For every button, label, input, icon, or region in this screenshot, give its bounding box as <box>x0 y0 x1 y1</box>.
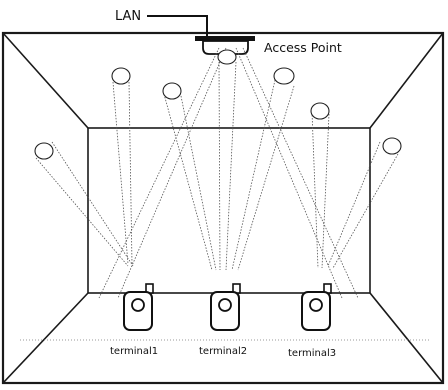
terminal-label: terminal1 <box>110 346 158 357</box>
terminal-label: terminal2 <box>199 346 247 357</box>
beam-spot <box>310 102 330 120</box>
access-point-label: Access Point <box>264 40 342 55</box>
beam-line <box>51 141 134 267</box>
beam-line <box>242 47 359 299</box>
beam-line <box>128 81 133 265</box>
beam-line <box>235 47 343 299</box>
lan-connection: LAN <box>115 9 208 36</box>
beam-line <box>35 157 129 267</box>
terminal-label: terminal3 <box>288 348 336 359</box>
beam-spot <box>382 137 402 155</box>
beam-spot <box>162 82 182 100</box>
lan-cable <box>147 15 208 36</box>
beam-line <box>311 111 319 269</box>
signal-beams <box>35 47 399 299</box>
ceiling-edge-right <box>369 32 444 129</box>
terminal-1: terminal1 <box>110 283 158 357</box>
terminal-lens-icon <box>131 298 145 312</box>
beam-line <box>225 61 237 271</box>
floor-edge-right <box>369 292 444 384</box>
beam-spots <box>34 49 402 160</box>
beam-spot <box>217 49 237 65</box>
beam-line <box>327 141 381 267</box>
terminal-lens-icon <box>309 298 323 312</box>
beam-line <box>98 47 220 299</box>
floor-edge-left <box>2 292 89 384</box>
beam-line <box>321 113 330 269</box>
beam-line <box>117 47 227 299</box>
access-point-body <box>202 40 249 55</box>
terminal-3: terminal3 <box>288 283 336 359</box>
beam-line <box>218 61 221 271</box>
beam-spot <box>34 142 54 160</box>
access-point-mount <box>195 36 255 41</box>
beam-line <box>237 85 295 271</box>
beam-line <box>112 81 129 265</box>
beam-spot <box>111 67 131 85</box>
beam-line <box>231 79 276 271</box>
terminal-lens-icon <box>218 298 232 312</box>
beam-line <box>332 153 399 269</box>
back-wall <box>87 127 371 294</box>
ceiling-edge-left <box>2 32 89 129</box>
terminal-2: terminal2 <box>199 283 247 357</box>
beam-line <box>180 95 217 271</box>
beam-spot <box>273 67 295 85</box>
lan-label: LAN <box>115 9 141 24</box>
outer-room-frame <box>1 31 445 385</box>
access-point: Access Point <box>195 36 342 55</box>
beam-line <box>163 93 213 271</box>
